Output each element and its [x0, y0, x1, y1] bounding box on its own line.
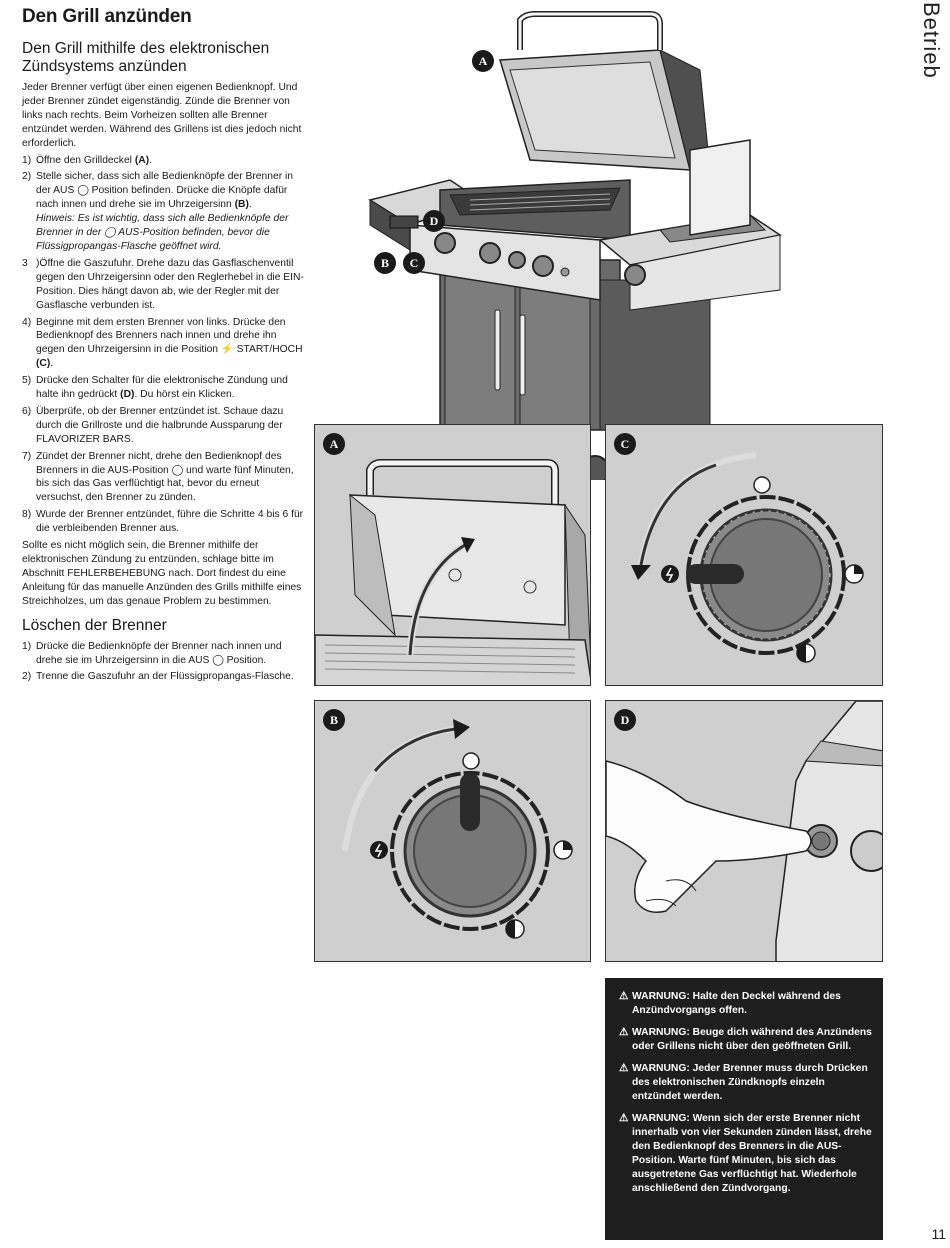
knob-off-illustration	[342, 719, 573, 939]
warning-box: ⚠WARNUNG: Halte den Deckel während des A…	[605, 978, 883, 1240]
instructions-column: Den Grill anzünden Den Grill mithilfe de…	[22, 6, 304, 684]
step-item: 6) Überprüfe, ob der Brenner entzündet is…	[22, 405, 304, 447]
intro-paragraph: Jeder Brenner verfügt über einen eigenen…	[22, 82, 302, 149]
panel-b-label: B	[323, 709, 345, 731]
step-item: 4) Beginne mit dem ersten Brenner von lin…	[22, 316, 304, 372]
warning-item: ⚠WARNUNG: Wenn sich der erste Brenner ni…	[619, 1112, 873, 1196]
warning-list: ⚠WARNUNG: Halte den Deckel während des A…	[619, 990, 873, 1196]
step-figure-ref: (C)	[36, 358, 51, 370]
open-lid-illustration	[315, 459, 590, 685]
panel-a-label: A	[323, 433, 345, 455]
panel-d-igniter-press: D	[605, 700, 883, 962]
panel-c-label: C	[614, 433, 636, 455]
step-number: 5)	[22, 375, 32, 387]
panel-b-knob-off: B	[314, 700, 591, 962]
step-figure-ref: (B)	[234, 199, 249, 211]
step-figure-ref: (D)	[120, 389, 135, 401]
step-text-end: . Du hörst ein Klicken.	[134, 389, 235, 401]
step-number: 2)	[22, 171, 32, 183]
section-title-ignite: Den Grill mithilfe des elektronischen Zü…	[22, 40, 270, 75]
step-item: 2) Stelle sicher, dass sich alle Bedienkn…	[22, 170, 304, 253]
step-number: 1)	[22, 640, 32, 652]
step-text: )Öffne die Gaszufuhr. Drehe dazu das Gas…	[36, 257, 304, 311]
step-number: 7)	[22, 450, 32, 462]
panel-a-open-lid: A	[314, 424, 591, 686]
step-item: 5) Drücke den Schalter für die elektronis…	[22, 374, 304, 402]
step-text-end: .	[248, 199, 252, 211]
step-number: 6)	[22, 405, 32, 417]
warning-triangle-icon: ⚠	[619, 991, 629, 1002]
warning-item: ⚠WARNUNG: Jeder Brenner muss durch Drück…	[619, 1062, 873, 1104]
troubleshooting-paragraph: Sollte es nicht möglich sein, die Brenne…	[22, 540, 302, 607]
step-text: Beginne mit dem ersten Brenner von links…	[36, 316, 303, 356]
step-number: 3	[22, 257, 28, 269]
page-number: 11	[931, 1226, 946, 1242]
panel-c-knob-start: C	[605, 424, 883, 686]
callout-a-badge: A	[472, 50, 494, 72]
step-text: Überprüfe, ob der Brenner entzündet ist.…	[36, 405, 284, 445]
step-text-end: .	[149, 154, 152, 166]
warning-text: WARNUNG: Halte den Deckel während des An…	[632, 991, 841, 1016]
extinguish-steps-list: 1) Drücke die Bedienknöpfe der Brenner na…	[22, 640, 304, 685]
grill-illustration	[368, 11, 782, 480]
igniter-press-illustration	[606, 701, 882, 961]
step-item: 8) Wurde der Brenner entzündet, führe die…	[22, 508, 304, 536]
callout-c-badge: C	[403, 252, 425, 274]
warning-triangle-icon: ⚠	[619, 1027, 629, 1038]
step-text: Stelle sicher, dass sich alle Bedienknöp…	[36, 171, 293, 211]
step-figure-ref: (A)	[134, 154, 150, 166]
step-text: Drücke den Schalter für die elektronisch…	[36, 375, 288, 401]
warning-triangle-icon: ⚠	[619, 1113, 629, 1124]
section-title-extinguish: Löschen der Brenner	[22, 616, 167, 634]
step-item: 1) Drücke die Bedienknöpfe der Brenner na…	[22, 640, 304, 668]
warning-text: WARNUNG: Jeder Brenner muss durch Drücke…	[632, 1063, 868, 1102]
page-heading: Den Grill anzünden	[22, 6, 192, 27]
step-text-end: .	[50, 358, 54, 370]
step-text: Öffne den Grilldeckel	[36, 154, 135, 166]
section-side-label: Betrieb	[919, 2, 944, 79]
warning-text: WARNUNG: Wenn sich der erste Brenner nic…	[632, 1113, 872, 1194]
step-text: Wurde der Brenner entzündet, führe die S…	[36, 509, 304, 535]
knob-start-illustration	[631, 452, 864, 663]
callout-d-badge: D	[423, 210, 445, 232]
step-text: Zündet der Brenner nicht, drehe den Bedi…	[36, 450, 294, 504]
warning-text: WARNUNG: Beuge dich während des Anzünden…	[632, 1027, 872, 1052]
step-note: Hinweis: Es ist wichtig, dass sich alle …	[36, 213, 289, 252]
panel-d-label: D	[614, 709, 636, 731]
step-item: 7) Zündet der Brenner nicht, drehe den Be…	[22, 450, 304, 506]
warning-item: ⚠WARNUNG: Beuge dich während des Anzünde…	[619, 1026, 873, 1054]
ignition-steps-list: 1) Öffne den Grilldeckel (A). 2) Stelle sic…	[22, 154, 304, 537]
step-item: 1) Öffne den Grilldeckel (A).	[22, 154, 304, 168]
step-number: 2)	[22, 671, 32, 683]
step-item: 3 )Öffne die Gaszufuhr. Drehe dazu das Ga…	[22, 257, 304, 313]
step-text: Drücke die Bedienknöpfe der Brenner nach…	[36, 640, 282, 666]
step-item: 2) Trenne die Gaszufuhr an der Flüssigpro…	[22, 670, 304, 684]
warning-triangle-icon: ⚠	[619, 1063, 629, 1074]
warning-item: ⚠WARNUNG: Halte den Deckel während des A…	[619, 990, 873, 1018]
step-text: Trenne die Gaszufuhr an der Flüssigpropa…	[36, 671, 294, 683]
step-number: 4)	[22, 316, 32, 328]
step-number: 1)	[22, 154, 32, 166]
step-number: 8)	[22, 509, 32, 521]
callout-b-badge: B	[374, 252, 396, 274]
